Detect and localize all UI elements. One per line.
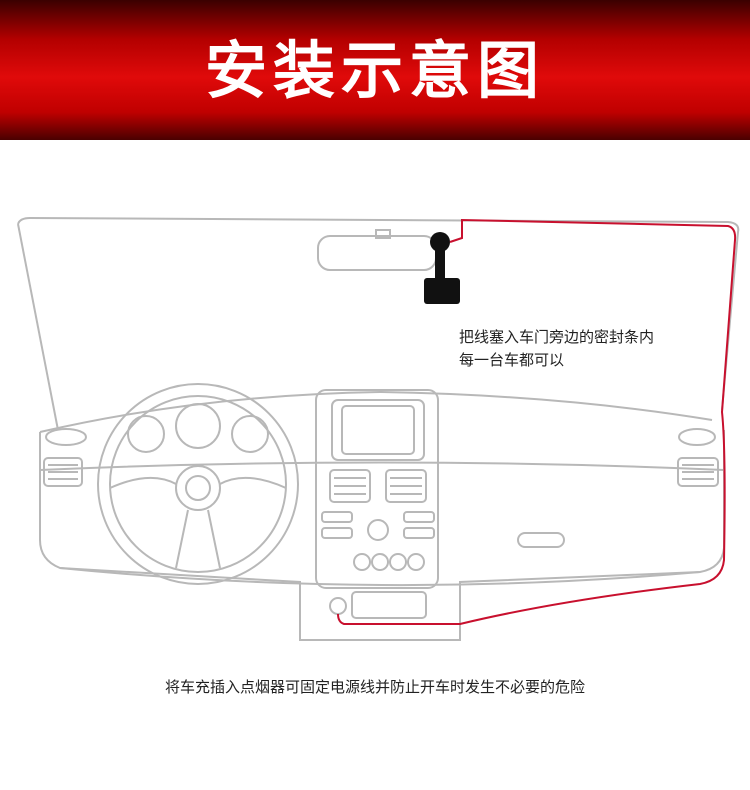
page-title: 安装示意图 [204, 34, 545, 107]
dashboard-outline [39, 430, 725, 641]
cable-compat-note: 每一台车都可以 [459, 351, 565, 369]
cigarette-lighter-socket [329, 597, 347, 615]
left-gauge [127, 415, 165, 453]
right-gauge [231, 415, 269, 453]
right-speaker [678, 428, 716, 446]
left-speaker [45, 428, 87, 446]
windshield-outline [17, 216, 740, 411]
infotainment-screen [331, 399, 425, 461]
center-gauge [175, 403, 221, 449]
power-cable [337, 218, 737, 625]
cable-routing-note: 把线塞入车门旁边的密封条内 [459, 328, 655, 346]
charger-caption: 将车充插入点烟器可固定电源线并防止开车时发生不必要的危险 [164, 678, 585, 696]
glovebox-handle [517, 532, 565, 548]
car-dashboard-illustration [17, 216, 740, 641]
right-air-vent [677, 457, 719, 487]
left-air-vent [43, 457, 83, 487]
title-banner: 安装示意图 [0, 0, 750, 140]
center-console [315, 389, 439, 589]
rearview-mirror [317, 235, 437, 271]
steering-wheel [97, 383, 299, 585]
dash-cam [424, 232, 460, 304]
